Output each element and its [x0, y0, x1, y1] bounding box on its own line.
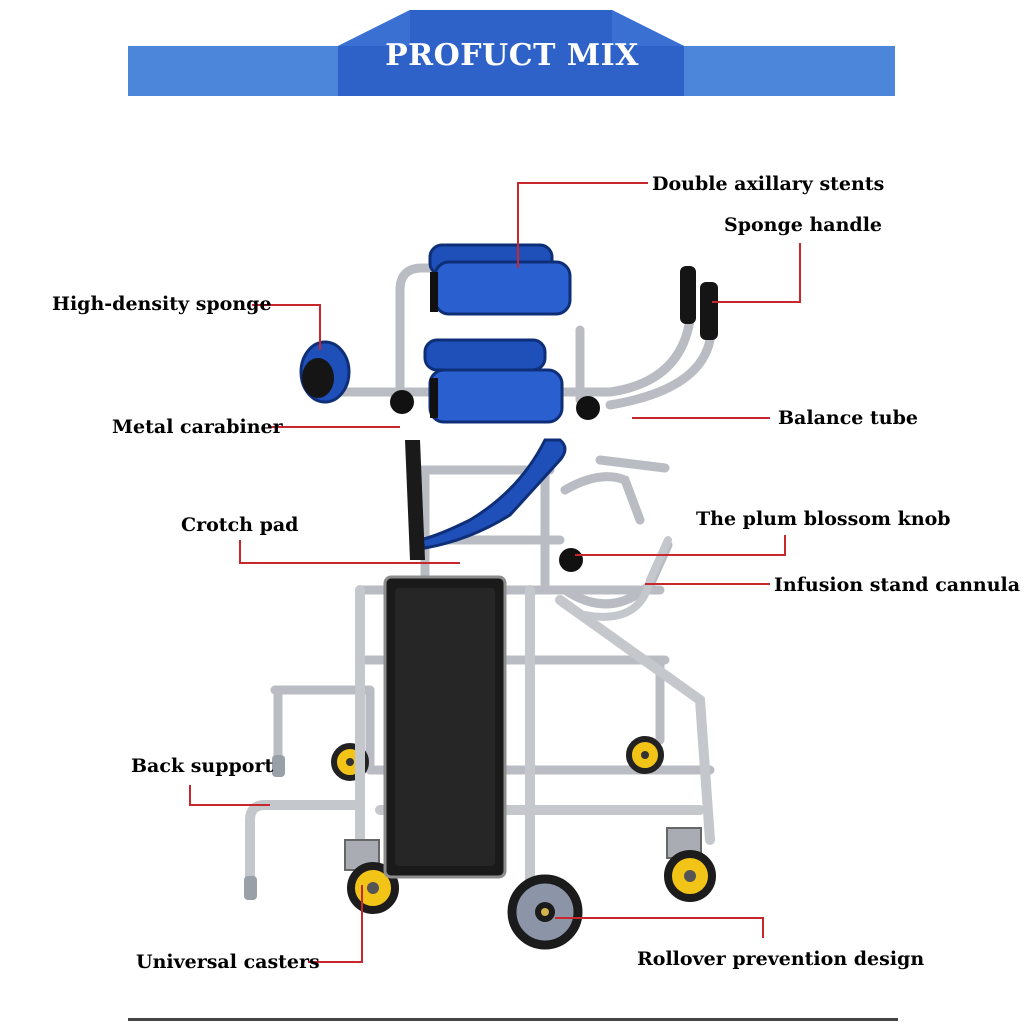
label-balance-tube: Balance tube — [778, 407, 918, 429]
leader-high-density-sponge — [252, 304, 321, 350]
label-high-density-sponge: High-density sponge — [52, 293, 272, 315]
banner-tab — [338, 10, 684, 96]
label-crotch-pad: Crotch pad — [181, 514, 299, 536]
label-rollover-prevention-design: Rollover prevention design — [637, 948, 925, 970]
leader-double-axillary-stents — [517, 182, 648, 268]
side-knob — [576, 396, 600, 420]
leader-plum-blossom-knob — [575, 535, 786, 556]
leader-universal-casters — [308, 885, 363, 963]
sponge-handles — [680, 266, 718, 340]
label-double-axillary-stents: Double axillary stents — [652, 173, 885, 195]
label-sponge-handle: Sponge handle — [724, 214, 883, 236]
leader-crotch-pad — [239, 540, 460, 564]
front-frame-foot — [244, 876, 257, 900]
plum-blossom-knob — [559, 548, 583, 572]
upper-frame — [315, 263, 715, 609]
rear-frame-foot — [272, 755, 285, 777]
front-caster-right — [664, 827, 716, 902]
leader-rollover-prevention-design — [555, 917, 764, 938]
leader-lines — [189, 182, 801, 963]
high-density-sponge — [299, 340, 351, 404]
crotch-pad — [417, 438, 567, 550]
infusion-cannula — [581, 536, 672, 621]
metal-carabiner-knob — [390, 390, 414, 414]
walker-illustration — [244, 243, 718, 950]
banner-tab-right-shade — [612, 10, 684, 46]
back-support-board — [383, 575, 507, 879]
banner-title: PROFUCT MIX — [385, 38, 639, 73]
rollover-wheel — [507, 874, 583, 950]
header-banner — [128, 10, 895, 96]
bottom-divider — [128, 1018, 898, 1021]
label-plum-blossom-knob: The plum blossom knob — [696, 508, 951, 530]
label-universal-casters: Universal casters — [136, 951, 320, 973]
label-infusion-stand-cannula: Infusion stand cannula — [774, 574, 1021, 596]
axillary-stent-pads — [423, 243, 572, 424]
label-metal-carabiner: Metal carabiner — [112, 416, 283, 438]
crotch-pad-strap — [405, 440, 425, 560]
leader-back-support — [189, 785, 270, 806]
leader-sponge-handle — [712, 243, 801, 303]
rear-caster-right — [626, 736, 664, 774]
banner-tab-left-shade — [338, 10, 410, 46]
label-back-support: Back support — [131, 755, 274, 777]
